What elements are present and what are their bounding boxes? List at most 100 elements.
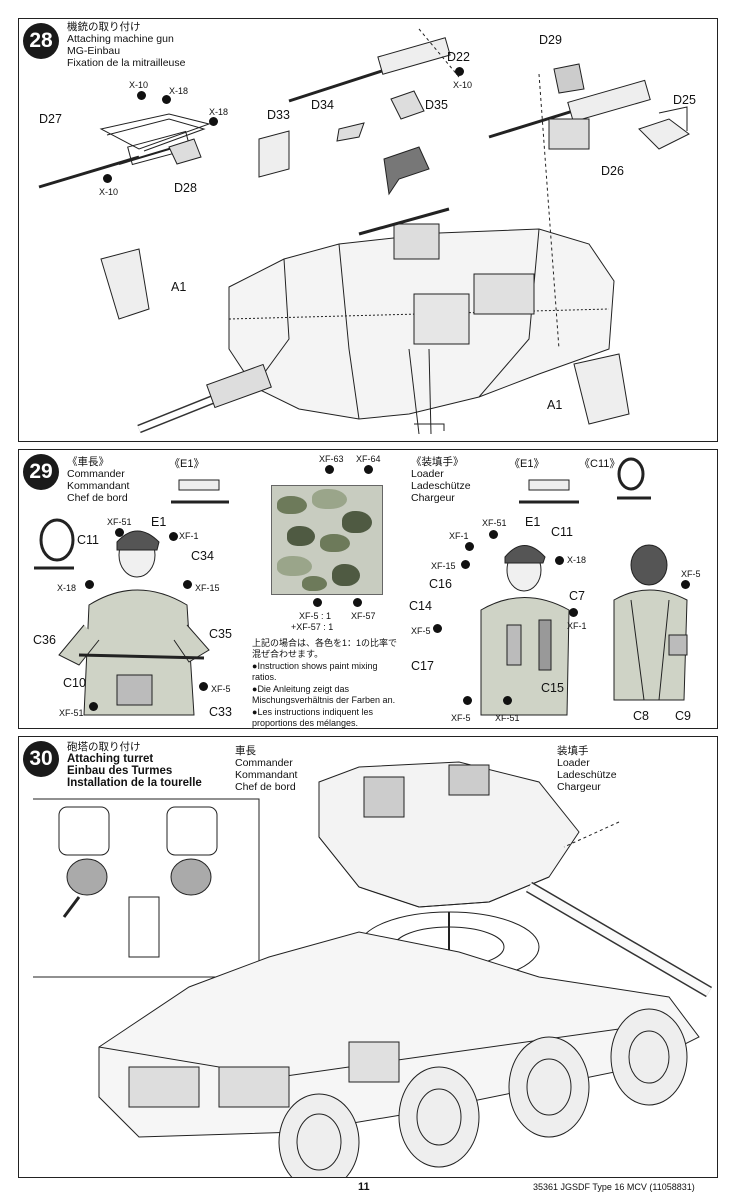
commander-jp: 《車長》 (67, 456, 109, 468)
footer-code: 35361 JGSDF Type 16 MCV (11058831) (533, 1182, 695, 1192)
cmd-fr: Chef de bord (235, 781, 296, 793)
screw-icon (103, 174, 112, 183)
page-number: 11 (358, 1181, 370, 1193)
ldr-fr: Chargeur (557, 781, 601, 793)
commander-callout: 車長 Commander Kommandant Chef de bord (235, 745, 297, 793)
ldr-jp: 装填手 (557, 745, 589, 757)
step-29-panel: 29 《車長》 Commander Kommandant Chef de bor… (18, 449, 718, 729)
commander-heading: 《車長》 Commander Kommandant Chef de bord (67, 456, 129, 504)
loader-jp: 《装填手》 (411, 456, 464, 468)
part-label: XF-1 (179, 531, 199, 541)
part-label: C8 (633, 709, 649, 723)
paint-dot-icon (489, 530, 498, 539)
paint-dot-icon (555, 556, 564, 565)
title-fr: Installation de la tourelle (67, 777, 202, 789)
machine-gun-center-drawing (258, 28, 460, 196)
part-label: X-18 (57, 583, 77, 593)
turret-drawing (318, 761, 713, 998)
cmd-jp: 車長 (235, 745, 256, 757)
note-fr: ●Les instructions indiquent les proporti… (252, 707, 374, 728)
paint-dot-icon (199, 682, 208, 691)
part-label: XF-5 (211, 684, 231, 694)
part-label: C15 (541, 681, 564, 695)
note-de: ●Die Anleitung zeigt das Mischungsverhäl… (252, 684, 396, 705)
part-views (34, 457, 651, 570)
paint-dot-icon (353, 598, 362, 607)
label-d28: D28 (174, 181, 197, 195)
part-label: XF-5 (451, 713, 471, 723)
screw-icon (162, 95, 171, 104)
note-jp: 上記の場合は、各色を1：1の比率で混ぜ合わせます。 (252, 638, 398, 659)
label-d27: D27 (39, 112, 62, 126)
commander-fr: Chef de bord (67, 492, 128, 504)
paint-label: XF-5 : 1 (299, 611, 332, 621)
commander-de: Kommandant (67, 480, 130, 492)
paint-dot-icon (169, 532, 178, 541)
paint-label: XF-63 (319, 454, 344, 464)
paint-dot-icon (89, 702, 98, 711)
screw-icon (455, 67, 464, 76)
part-label: C36 (33, 633, 56, 647)
title-en: Attaching turret (67, 753, 154, 765)
title-en: Attaching machine gun (67, 33, 174, 45)
loader-figure-drawing (480, 545, 570, 716)
paint-dot-icon (115, 528, 124, 537)
loader-callout: 装填手 Loader Ladeschütze Chargeur (557, 745, 617, 793)
step-30-illustration (33, 761, 713, 1177)
paint-dot-icon (433, 624, 442, 633)
part-label: C34 (191, 549, 214, 563)
paint-label: XF-64 (356, 454, 381, 464)
paint-dot-icon (463, 696, 472, 705)
step-28-illustration (38, 28, 690, 435)
part-label: XF-51 (495, 713, 520, 723)
step-28-panel: 28 機銃の取り付け Attaching machine gun MG-Einb… (18, 18, 718, 442)
ldr-en: Loader (557, 757, 590, 769)
part-label: XF-51 (107, 517, 132, 527)
loader-fr: Chargeur (411, 492, 455, 504)
label-d22: D22 (447, 50, 470, 64)
hull-drawing (98, 931, 700, 1138)
paint-dot-icon (465, 542, 474, 551)
paint-dot-icon (364, 465, 373, 474)
commander-figure-drawing (58, 530, 210, 716)
detail-insets (100, 248, 630, 425)
paint-mixing-note: 上記の場合は、各色を1：1の比率で混ぜ合わせます。 ●Instruction s… (252, 638, 402, 728)
part-label: C14 (409, 599, 432, 613)
screw-icon (137, 91, 146, 100)
paint-dot-icon (313, 598, 322, 607)
camo-color-swatch (271, 485, 383, 595)
part-label: XF-1 (567, 621, 587, 631)
paint-label: XF-57 (351, 611, 376, 621)
step-number: 29 (23, 454, 59, 490)
label-d26: D26 (601, 164, 624, 178)
part-label: C33 (209, 705, 232, 719)
part-label: C16 (429, 577, 452, 591)
part-label: C10 (63, 676, 86, 690)
label-d25: D25 (673, 93, 696, 107)
vehicle-turret-drawing (137, 73, 615, 435)
part-label: XF-51 (482, 518, 507, 528)
loader-en: Loader (411, 468, 444, 480)
part-label: E1 (151, 515, 167, 529)
screw-icon (209, 117, 218, 126)
title-fr: Fixation de la mitrailleuse (67, 57, 186, 69)
title-de: MG-Einbau (67, 45, 121, 57)
label-x10: X-10 (129, 80, 149, 90)
label-d29: D29 (539, 33, 562, 47)
part-label: XF-1 (449, 531, 469, 541)
part-label: XF-15 (195, 583, 220, 593)
paint-dot-icon (569, 608, 578, 617)
part-label: C17 (411, 659, 434, 673)
loader-de: Ladeschütze (411, 480, 471, 492)
wheels-drawing (278, 1008, 688, 1177)
step-number: 28 (23, 23, 59, 59)
hatch-inset-drawing (33, 798, 260, 978)
cmd-de: Kommandant (235, 769, 298, 781)
label-d35: D35 (425, 98, 448, 112)
title-jp: 機銃の取り付け (67, 21, 141, 33)
part-label: C11 (551, 525, 574, 539)
paint-dot-icon (503, 696, 512, 705)
paint-dot-icon (325, 465, 334, 474)
part-label: C35 (209, 627, 232, 641)
ldr-de: Ladeschütze (557, 769, 617, 781)
